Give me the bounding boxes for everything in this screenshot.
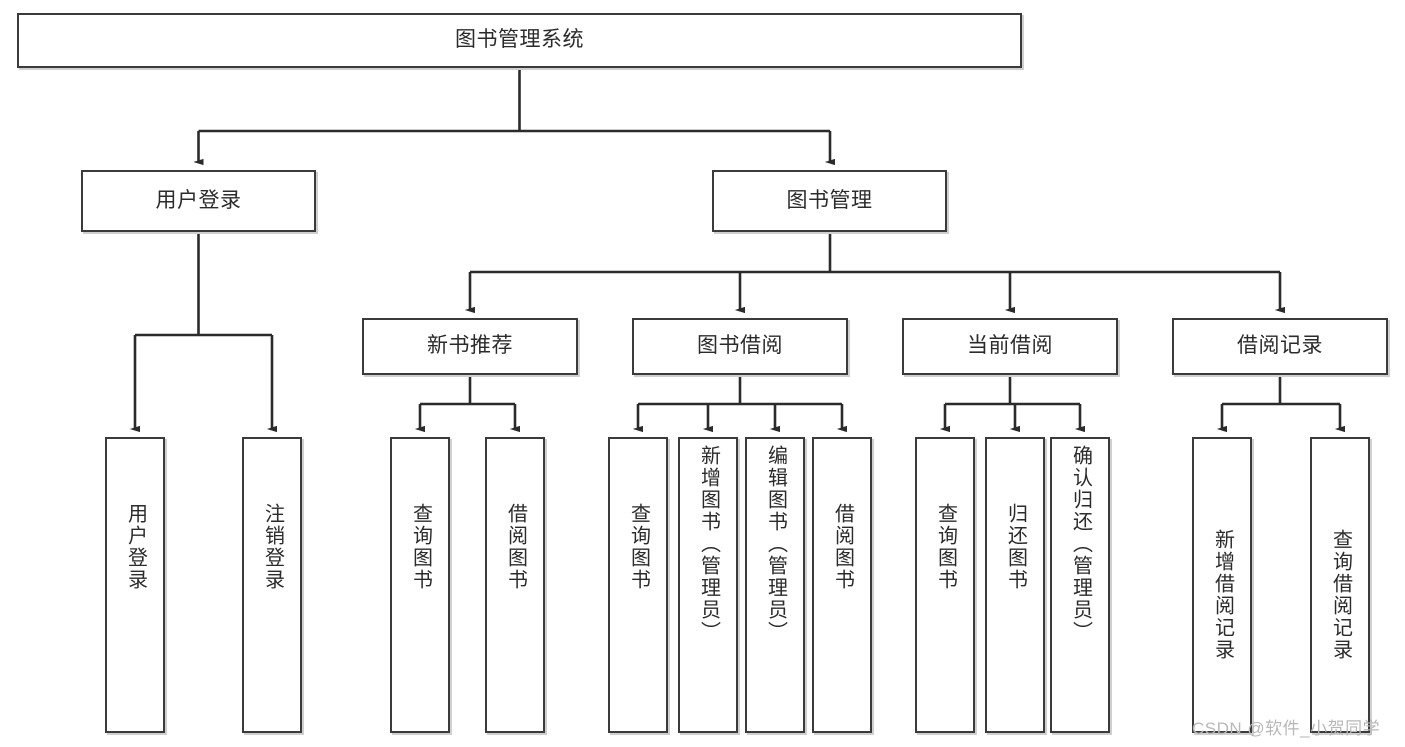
node-borrow-record-label: 借阅记录 [1237,334,1323,358]
node-leaf-add-book-label: 新增图书（管理员） [697,445,720,643]
node-root[interactable]: 图书管理系统 [17,13,1022,68]
node-leaf-query-borrow-record[interactable]: 查询借阅记录 [1310,437,1370,733]
node-leaf-confirm-return[interactable]: 确认归还（管理员） [1050,437,1110,733]
node-book-borrow[interactable]: 图书借阅 [632,318,848,375]
node-leaf-borrow-book-1-label: 借阅图书 [504,503,527,591]
node-leaf-confirm-return-label: 确认归还（管理员） [1069,445,1092,643]
node-leaf-add-book[interactable]: 新增图书（管理员） [678,437,738,733]
node-new-book-recommend[interactable]: 新书推荐 [362,318,578,375]
node-leaf-logout-login[interactable]: 注销登录 [242,437,302,733]
node-leaf-add-borrow-record-label: 新增借阅记录 [1211,529,1234,661]
node-leaf-edit-book-label: 编辑图书（管理员） [764,445,787,643]
node-leaf-query-book-3[interactable]: 查询图书 [915,437,975,733]
node-leaf-logout-login-label: 注销登录 [261,503,284,591]
node-leaf-query-book-1[interactable]: 查询图书 [390,437,450,733]
node-new-book-recommend-label: 新书推荐 [427,334,513,358]
node-book-manage[interactable]: 图书管理 [712,170,947,232]
node-current-borrow[interactable]: 当前借阅 [902,318,1118,375]
node-book-manage-label: 图书管理 [786,188,873,212]
node-user-login[interactable]: 用户登录 [81,170,316,232]
node-leaf-edit-book[interactable]: 编辑图书（管理员） [745,437,805,733]
node-leaf-return-book[interactable]: 归还图书 [985,437,1045,733]
node-leaf-user-login[interactable]: 用户登录 [105,437,165,733]
node-leaf-query-book-1-label: 查询图书 [409,503,432,591]
node-leaf-query-book-2[interactable]: 查询图书 [608,437,668,733]
node-book-borrow-label: 图书借阅 [697,334,783,358]
node-user-login-label: 用户登录 [155,188,242,212]
node-leaf-add-borrow-record[interactable]: 新增借阅记录 [1192,437,1252,733]
node-leaf-user-login-label: 用户登录 [124,503,147,591]
node-leaf-return-book-label: 归还图书 [1004,503,1027,591]
node-borrow-record[interactable]: 借阅记录 [1172,318,1388,375]
node-root-label: 图书管理系统 [455,28,584,52]
node-leaf-query-borrow-record-label: 查询借阅记录 [1329,529,1352,661]
node-current-borrow-label: 当前借阅 [967,334,1053,358]
node-leaf-query-book-2-label: 查询图书 [627,503,650,591]
node-leaf-borrow-book-2[interactable]: 借阅图书 [812,437,872,733]
node-leaf-borrow-book-2-label: 借阅图书 [831,503,854,591]
csdn-watermark: CSDN @软件_小贺同学 [1192,719,1381,738]
node-leaf-borrow-book-1[interactable]: 借阅图书 [485,437,545,733]
node-leaf-query-book-3-label: 查询图书 [934,503,957,591]
